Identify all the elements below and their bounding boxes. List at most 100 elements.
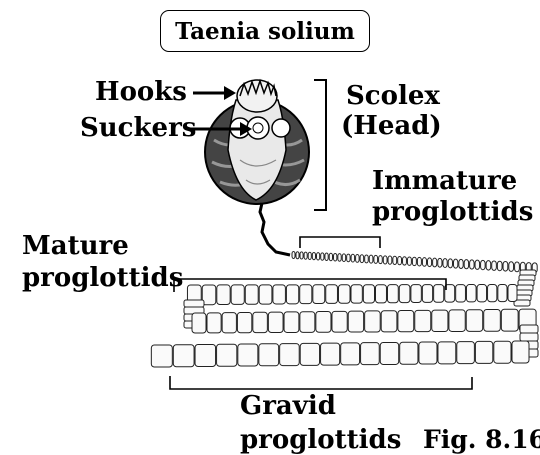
scolex-head (205, 80, 309, 204)
proglottid-segment (512, 341, 529, 363)
proglottid-segment (456, 285, 466, 302)
proglottid-segment (464, 260, 468, 269)
proglottid-segment (217, 285, 230, 305)
proglottid-segment (195, 345, 216, 367)
proglottid-segment (312, 252, 315, 259)
proglottid-segment (300, 252, 303, 259)
proglottid-segment (411, 285, 421, 303)
proglottid-segment (433, 258, 437, 267)
proglottid-segment (497, 261, 502, 271)
proglottid-segment (419, 342, 437, 364)
proglottid-segment (334, 253, 337, 261)
proglottid-segment (470, 260, 474, 269)
proglottid-segment (316, 312, 331, 333)
proglottid-segment (422, 258, 426, 267)
proglottid-segment (488, 285, 497, 302)
proglottid-segment (173, 345, 194, 367)
proglottid-segment (356, 255, 360, 263)
neck (260, 203, 290, 255)
proglottid-segment (381, 311, 397, 332)
proglottid-segment (351, 254, 354, 262)
proglottid-segment (503, 261, 508, 271)
proglottid-segment (448, 259, 452, 268)
title-box: Taenia solium (160, 10, 370, 52)
proglottid-segment (515, 262, 520, 272)
proglottid-segment (379, 256, 383, 264)
proglottid-segment (342, 254, 345, 262)
proglottid-segment (360, 255, 364, 263)
proglottid-segment (520, 325, 538, 333)
proglottid-segment (399, 285, 410, 303)
proglottid-segment (443, 259, 447, 268)
proglottid-segment (341, 343, 360, 365)
proglottid-segment (484, 309, 501, 331)
proglottid-segment (475, 260, 480, 269)
proglottid-segment (363, 285, 374, 303)
label-hooks: Hooks (95, 79, 187, 105)
proglottid-segment (238, 344, 258, 366)
proglottid-segment (151, 345, 172, 367)
proglottid-segment (453, 259, 457, 268)
proglottid-segment (422, 285, 432, 303)
proglottid-segment (449, 310, 465, 332)
proglottid-segment (393, 256, 397, 264)
proglottid-segment (494, 341, 511, 363)
proglottid-segment (192, 313, 206, 333)
proglottid-segment (374, 255, 378, 263)
immature-bracket (300, 237, 380, 248)
proglottid-segment (316, 253, 319, 260)
proglottid-segment (329, 253, 332, 260)
label-gravid-proglottids: proglottids (240, 427, 401, 453)
proglottid-segment (313, 285, 325, 304)
proglottid-segment (217, 344, 237, 366)
sucker-right (272, 119, 290, 137)
proglottid-segment (492, 261, 497, 270)
proglottid-segment (300, 312, 315, 333)
proglottid-segment (415, 310, 431, 331)
proglottid-segment (398, 311, 414, 332)
proglottid-segment (207, 313, 221, 333)
proglottid-segment (434, 285, 444, 303)
proglottid-segment (459, 259, 463, 268)
proglottid-segment (398, 257, 402, 265)
label-mature-proglottids: proglottids (22, 265, 183, 291)
proglottid-segment (259, 344, 279, 366)
proglottid-segment (253, 312, 268, 332)
proglottid-segment (387, 285, 398, 303)
strobila (151, 252, 538, 367)
proglottid-segment (457, 342, 475, 364)
proglottid-segment (475, 341, 492, 363)
proglottid-segment (412, 257, 416, 265)
proglottid-segment (407, 257, 411, 265)
proglottid-segment (231, 285, 244, 304)
proglottid-segment (501, 309, 518, 331)
proglottid-segment (375, 285, 386, 303)
label-scolex: Scolex (346, 83, 440, 109)
proglottid-segment (259, 285, 272, 304)
proglottid-segment (403, 257, 407, 265)
proglottid-segment (326, 285, 338, 304)
proglottid-segment (347, 254, 350, 262)
label-immature: Immature (372, 168, 517, 194)
proglottid-segment (273, 285, 286, 304)
proglottid-segment (361, 343, 380, 365)
label-suckers: Suckers (80, 115, 196, 141)
proglottid-segment (237, 312, 251, 332)
proglottid-segment (351, 285, 362, 303)
proglottid-segment (380, 342, 398, 364)
proglottid-segment (348, 311, 363, 332)
proglottid-segment (308, 252, 311, 259)
proglottid-segment (369, 255, 373, 263)
proglottid-segment (245, 285, 258, 304)
diagram-title: Taenia solium (175, 18, 355, 45)
proglottid-segment (365, 255, 369, 263)
proglottid-segment (300, 285, 312, 304)
proglottid-segment (438, 342, 456, 364)
proglottid-segment (383, 256, 387, 264)
proglottid-segment (477, 285, 486, 302)
proglottid-segment (338, 285, 350, 304)
proglottid-segment (284, 312, 299, 333)
proglottid-segment (321, 253, 324, 260)
